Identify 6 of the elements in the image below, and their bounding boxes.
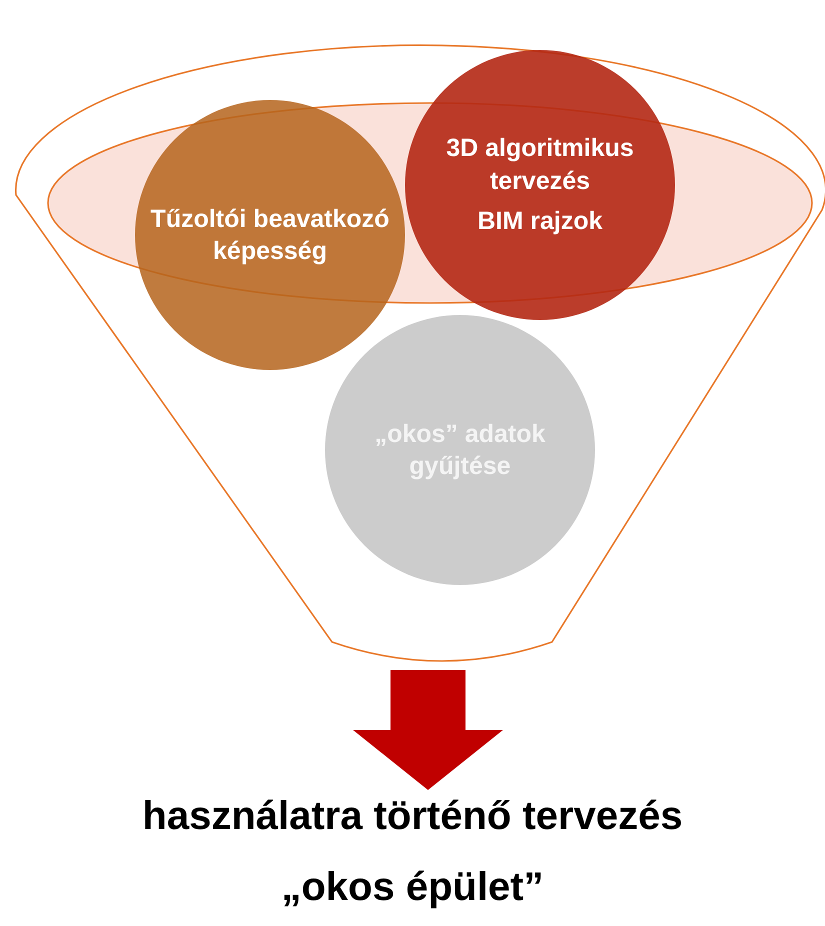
node-label: 3D algoritmikus tervezés bbox=[445, 133, 635, 197]
node-label: Tűzoltói beavatkozó képesség bbox=[150, 204, 390, 267]
result-text: használatra történő tervezés bbox=[142, 794, 683, 839]
arrow bbox=[353, 670, 503, 790]
result-text: „okos épület” bbox=[281, 865, 544, 910]
node-label: BIM rajzok bbox=[477, 206, 603, 238]
